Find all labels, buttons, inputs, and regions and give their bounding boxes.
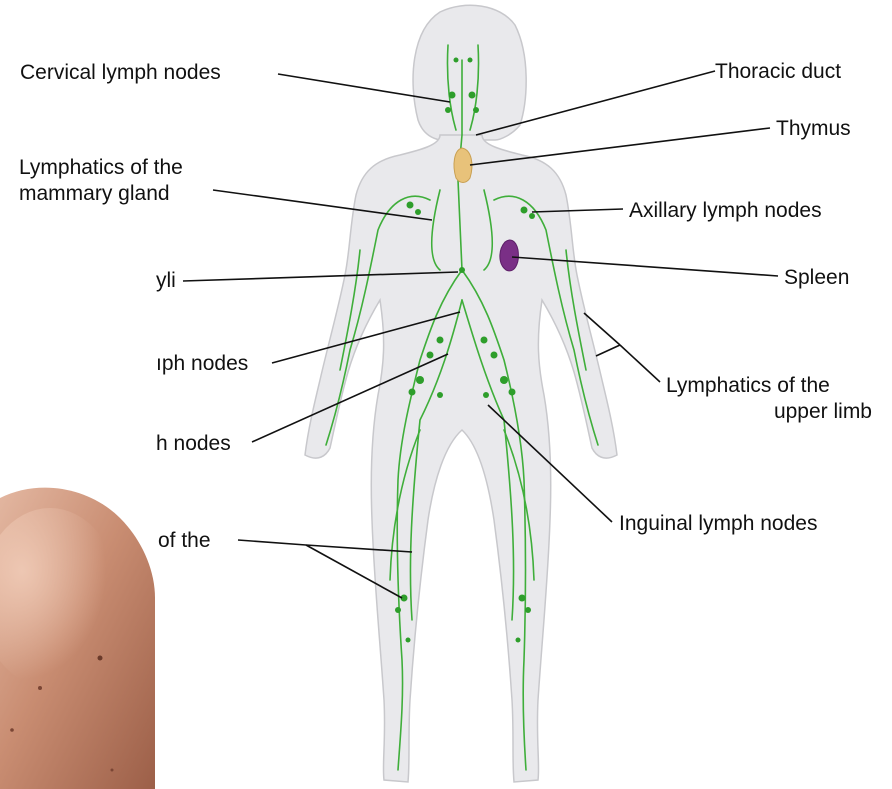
skin-photo [0,478,155,789]
label-thymus: Thymus [776,117,851,140]
label-cervical-lymph-nodes: Cervical lymph nodes [20,61,221,84]
label-axillary-lymph-nodes: Axillary lymph nodes [629,199,822,222]
label-mammary-line1: Lymphatics of the [19,156,183,179]
label-iliac-fragment: h nodes [156,432,231,455]
label-lumbar-fragment: ıph nodes [156,352,248,375]
label-upperlimb-line1: Lymphatics of the [666,374,830,397]
label-spleen: Spleen [784,266,849,289]
label-inguinal-lymph-nodes: Inguinal lymph nodes [619,512,817,535]
label-upperlimb-line2: upper limb [774,400,872,423]
thymus-organ [454,148,472,183]
label-thoracic-duct: Thoracic duct [715,60,841,83]
spleen-organ [500,240,519,271]
label-lowerlimb-fragment: of the [158,529,211,552]
body-silhouette [305,5,617,782]
label-cisterna-fragment: yli [156,269,176,292]
label-mammary-line2: mammary gland [19,182,170,205]
